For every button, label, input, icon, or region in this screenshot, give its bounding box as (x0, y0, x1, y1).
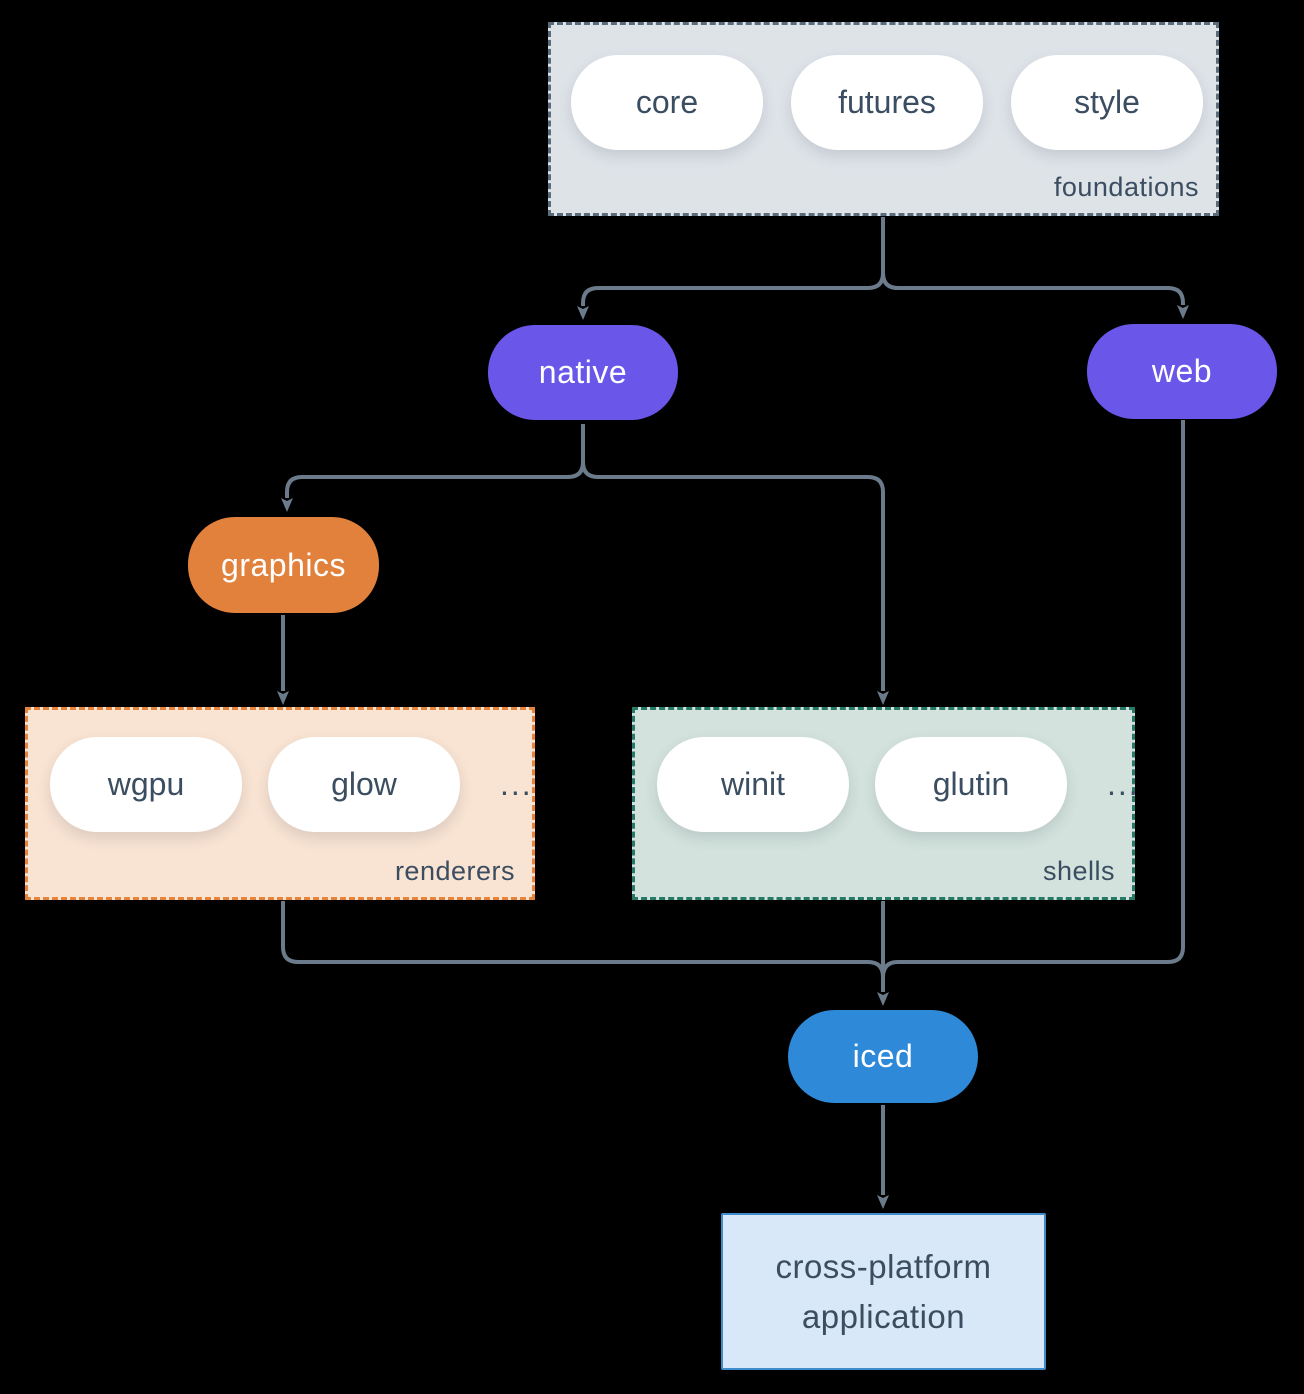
node-winit: winit (657, 737, 849, 832)
edge-foundations-native (577, 217, 885, 320)
node-style: style (1011, 55, 1203, 150)
node-glow: glow (268, 737, 460, 832)
group-renderers: wgpu glow ... renderers (25, 707, 535, 900)
node-iced: iced (788, 1010, 978, 1103)
foundations-items: core futures style (571, 55, 1203, 150)
node-web: web (1087, 324, 1277, 419)
renderers-items: wgpu glow ... (50, 737, 533, 832)
edge-native-shells (581, 424, 889, 705)
node-wgpu: wgpu (50, 737, 242, 832)
node-futures: futures (791, 55, 983, 150)
node-core: core (571, 55, 763, 150)
shells-items: winit glutin ... (657, 737, 1140, 832)
shells-label: shells (1042, 856, 1115, 886)
edge-native-graphics (281, 424, 585, 512)
renderers-ellipsis: ... (500, 766, 533, 802)
foundations-label: foundations (1053, 172, 1199, 202)
node-cross-platform-application: cross-platform application (721, 1213, 1046, 1370)
node-graphics: graphics (188, 517, 379, 613)
edge-foundations-web (881, 217, 1189, 319)
node-glutin: glutin (875, 737, 1067, 832)
renderers-label: renderers (394, 856, 515, 886)
shells-ellipsis: ... (1107, 766, 1140, 802)
group-shells: winit glutin ... shells (632, 707, 1138, 900)
application-label-line2: application (801, 1297, 966, 1335)
group-foundations: core futures style foundations (548, 22, 1219, 216)
application-label-line1: cross-platform (775, 1248, 992, 1285)
node-native: native (488, 325, 678, 420)
edge-renderers-iced (281, 901, 885, 982)
